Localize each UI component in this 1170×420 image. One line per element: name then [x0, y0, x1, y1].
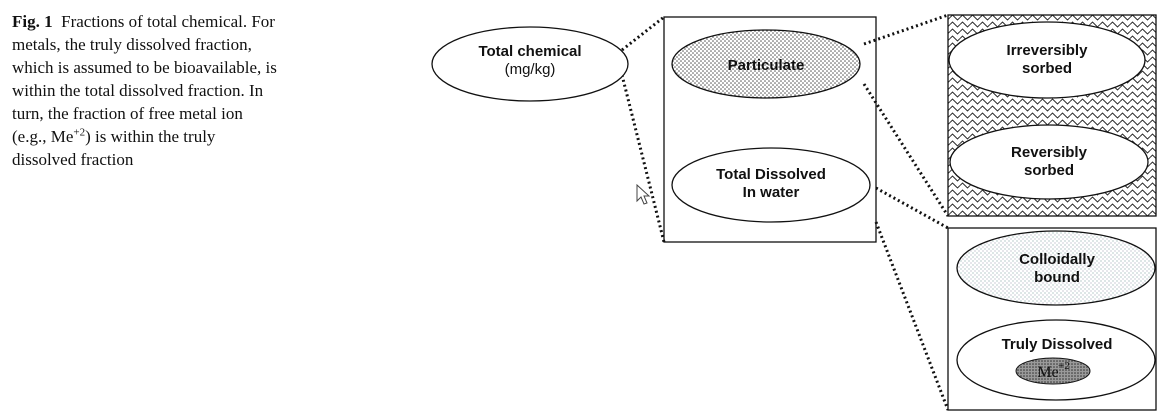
metal-ion-label: Me: [1037, 364, 1058, 381]
free-metal-ion-node: [1015, 357, 1091, 385]
colloidally-bound-node: Colloidally bound: [956, 230, 1156, 306]
metal-ion-charge: +2: [1058, 360, 1070, 372]
particulate-node: Particulate: [671, 29, 861, 99]
colloidally-label: Colloidally: [1019, 251, 1096, 268]
irreversibly-label: Irreversibly: [1007, 42, 1089, 59]
total-chemical-unit: (mg/kg): [505, 61, 556, 78]
connector-lines: [620, 13, 950, 411]
reversibly-label: Reversibly: [1011, 144, 1088, 161]
figure-caption: Fig. 1 Fractions of total chemical. For …: [12, 10, 277, 171]
caption-superscript: +2: [73, 126, 86, 139]
caption-text-end: ) is within the truly dissolved fraction: [12, 127, 216, 169]
mouse-cursor-icon: [636, 184, 651, 205]
in-water-label: In water: [743, 184, 800, 201]
reversibly-sorbed-label: sorbed: [1024, 162, 1074, 179]
reversibly-sorbed-node: Reversibly sorbed: [949, 124, 1149, 200]
bound-label: bound: [1034, 269, 1080, 286]
caption-text: Fractions of total chemical. For metals,…: [12, 12, 277, 146]
particulate-label: Particulate: [728, 57, 805, 74]
irreversibly-sorbed-label: sorbed: [1022, 60, 1072, 77]
total-dissolved-label: Total Dissolved: [716, 166, 826, 183]
middle-box: [663, 16, 877, 243]
irreversibly-sorbed-node: Irreversibly sorbed: [948, 21, 1146, 99]
figure-label: Fig. 1: [12, 12, 53, 31]
truly-dissolved-node: Truly Dissolved Me +2: [956, 319, 1156, 401]
total-chemical-node: Total chemical (mg/kg): [431, 26, 629, 102]
truly-dissolved-label: Truly Dissolved: [1002, 336, 1113, 353]
total-dissolved-node: Total Dissolved In water: [671, 147, 871, 223]
total-chemical-label: Total chemical: [478, 43, 581, 60]
